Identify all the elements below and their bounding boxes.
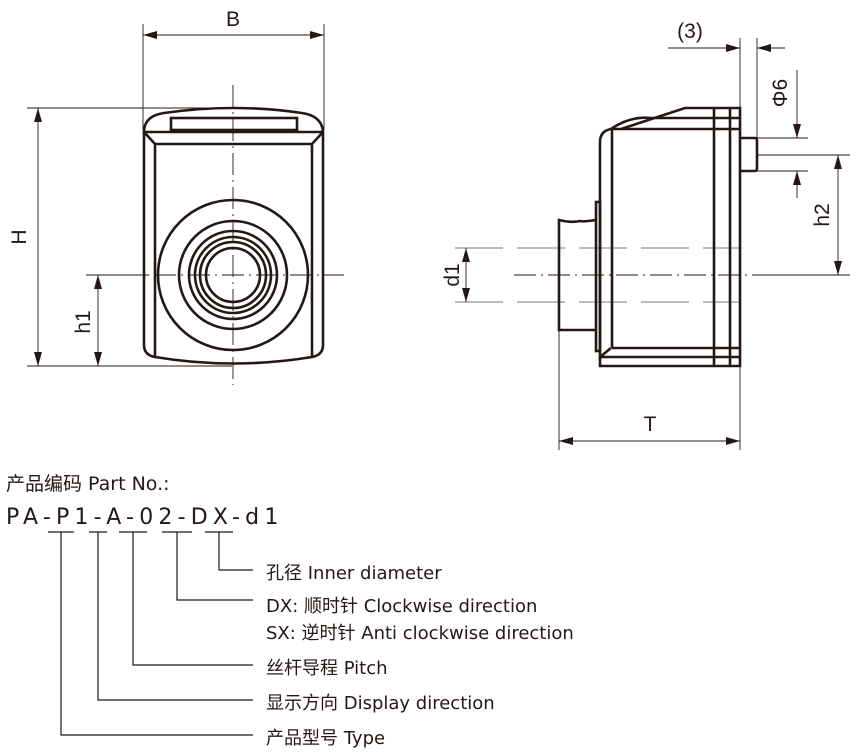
legend-pitch: 丝杆导程 Pitch [266, 658, 388, 679]
dimension-offset-label: (3) [677, 20, 703, 43]
legend-clockwise: DX: 顺时针 Clockwise direction [266, 596, 538, 617]
arrow-icon [757, 44, 771, 52]
arrow-icon [34, 352, 42, 366]
legend-display-direction: 显示方向 Display direction [266, 693, 495, 714]
front-view: B H h1 [8, 8, 344, 385]
legend-type: 产品型号 Type [266, 728, 386, 749]
part-number-leaders [48, 531, 253, 736]
display-cap [142, 106, 325, 134]
dimension-h-label: H [8, 229, 31, 244]
dimension-t-label: T [644, 413, 657, 436]
flange [594, 200, 602, 353]
leader-02 [132, 532, 253, 666]
arrow-icon [726, 44, 740, 52]
leader-dx [176, 532, 253, 601]
arrow-icon [726, 437, 740, 445]
arrow-icon [793, 124, 801, 138]
side-view: (3) Φ6 h2 d1 T [441, 20, 850, 450]
arrow-icon [834, 261, 842, 275]
arrow-icon [94, 275, 102, 289]
display-window [169, 116, 299, 132]
legend-anticlockwise: SX: 逆时针 Anti clockwise direction [266, 623, 574, 644]
dimension-d1-label: d1 [441, 263, 464, 286]
shaft-boss [557, 218, 597, 332]
housing-outline [598, 106, 742, 368]
arrow-icon [143, 31, 157, 39]
dimension-h1-label: h1 [72, 310, 95, 333]
housing-left-edge [598, 127, 612, 360]
arrow-icon [34, 108, 42, 122]
part-number-code: PA-P1-A-02-DX-d1 [6, 505, 284, 530]
arrow-icon [462, 248, 470, 262]
arrow-icon [94, 352, 102, 366]
arrow-icon [834, 155, 842, 169]
leader-a [97, 532, 253, 701]
part-number-title: 产品编码 Part No.: [6, 473, 170, 495]
pin [740, 136, 759, 173]
arrow-icon [559, 437, 573, 445]
housing-bevel [143, 131, 324, 146]
housing-cap-curve [610, 116, 740, 131]
arrow-icon [793, 171, 801, 185]
arrow-icon [310, 31, 324, 39]
dimension-h2-label: h2 [811, 203, 834, 226]
leader-d1 [218, 532, 253, 571]
dimension-b-label: B [226, 8, 240, 31]
legend-inner-diameter: 孔径 Inner diameter [266, 563, 442, 584]
arrow-icon [462, 288, 470, 302]
dimension-pin-diameter-label: Φ6 [769, 79, 792, 107]
leader-p1 [60, 532, 253, 736]
